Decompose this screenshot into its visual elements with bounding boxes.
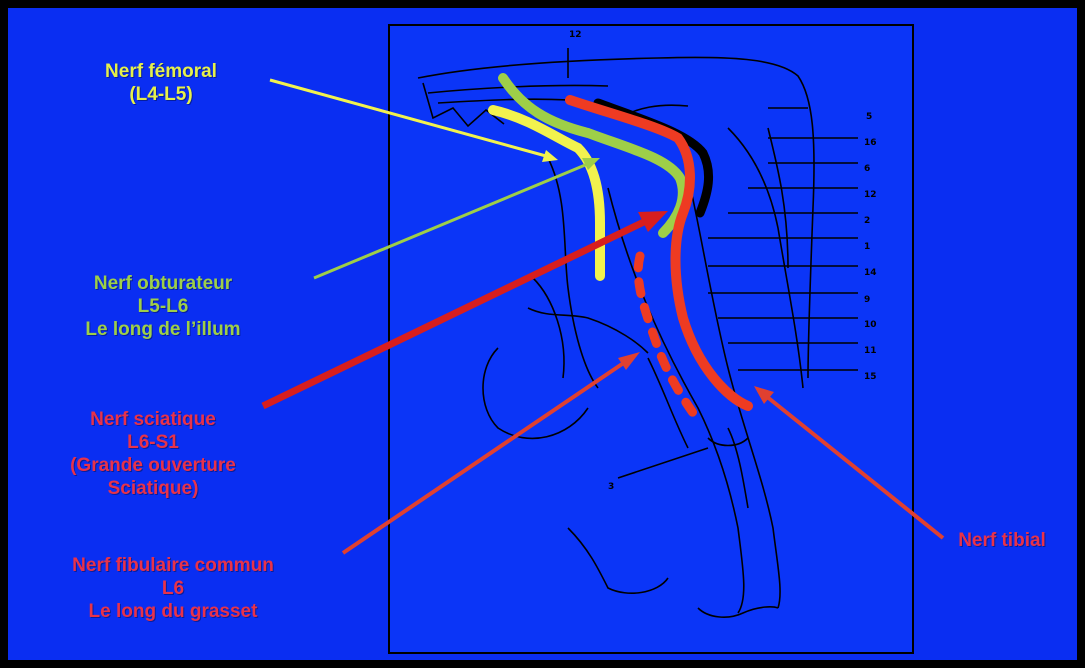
fibular-nerve-label: Nerf fibulaire commun L6 Le long du gras… xyxy=(8,554,338,623)
obturator-nerve-roots: L5-L6 xyxy=(18,295,308,318)
figure-number: 12 xyxy=(569,30,582,40)
figure-number: 1 xyxy=(864,242,870,252)
figure-number: 3 xyxy=(608,482,614,492)
sciatic-nerve-label: Nerf sciatique L6-S1 (Grande ouverture S… xyxy=(8,408,298,500)
fibular-nerve-name: Nerf fibulaire commun xyxy=(8,554,338,577)
femoral-nerve-label: Nerf fémoral (L4-L5) xyxy=(66,60,256,106)
leg-outline-drawing xyxy=(418,48,858,617)
sciatic-nerve-course-2: Sciatique) xyxy=(8,477,298,500)
femoral-nerve-name: Nerf fémoral xyxy=(66,60,256,83)
figure-number: 10 xyxy=(864,320,877,330)
figure-number: 11 xyxy=(864,346,877,356)
figure-number: 12 xyxy=(864,190,877,200)
figure-number: 15 xyxy=(864,372,877,382)
figure-number: 6 xyxy=(864,164,870,174)
obturator-nerve-label: Nerf obturateur L5-L6 Le long de l’illum xyxy=(18,272,308,341)
figure-number: 5 xyxy=(866,112,872,122)
fibular-nerve-course: Le long du grasset xyxy=(8,600,338,623)
sciatic-nerve-course: (Grande ouverture xyxy=(8,454,298,477)
obturator-nerve-course: Le long de l’illum xyxy=(18,318,308,341)
obturator-nerve-name: Nerf obturateur xyxy=(18,272,308,295)
sciatic-nerve-name: Nerf sciatique xyxy=(8,408,298,431)
fibular-pointer-arrow xyxy=(343,352,640,553)
femoral-nerve-roots: (L4-L5) xyxy=(66,83,256,106)
figure-number: 16 xyxy=(864,138,877,148)
tibial-pointer-arrow xyxy=(754,386,943,538)
sciatic-nerve-roots: L6-S1 xyxy=(8,431,298,454)
figure-number: 9 xyxy=(864,295,870,305)
fibular-nerve-roots: L6 xyxy=(8,577,338,600)
obturator-nerve-path xyxy=(503,78,683,233)
sciatic-pointer-arrow xyxy=(263,211,668,406)
obturator-pointer-arrow xyxy=(314,158,600,278)
figure-number: 2 xyxy=(864,216,870,226)
tibial-nerve-label: Nerf tibial xyxy=(932,529,1072,552)
figure-number: 14 xyxy=(864,268,877,278)
tibial-nerve-name: Nerf tibial xyxy=(932,529,1072,552)
slide-background: 12 5 16 6 12 2 1 14 9 10 11 15 3 Nerf fé… xyxy=(8,8,1077,660)
